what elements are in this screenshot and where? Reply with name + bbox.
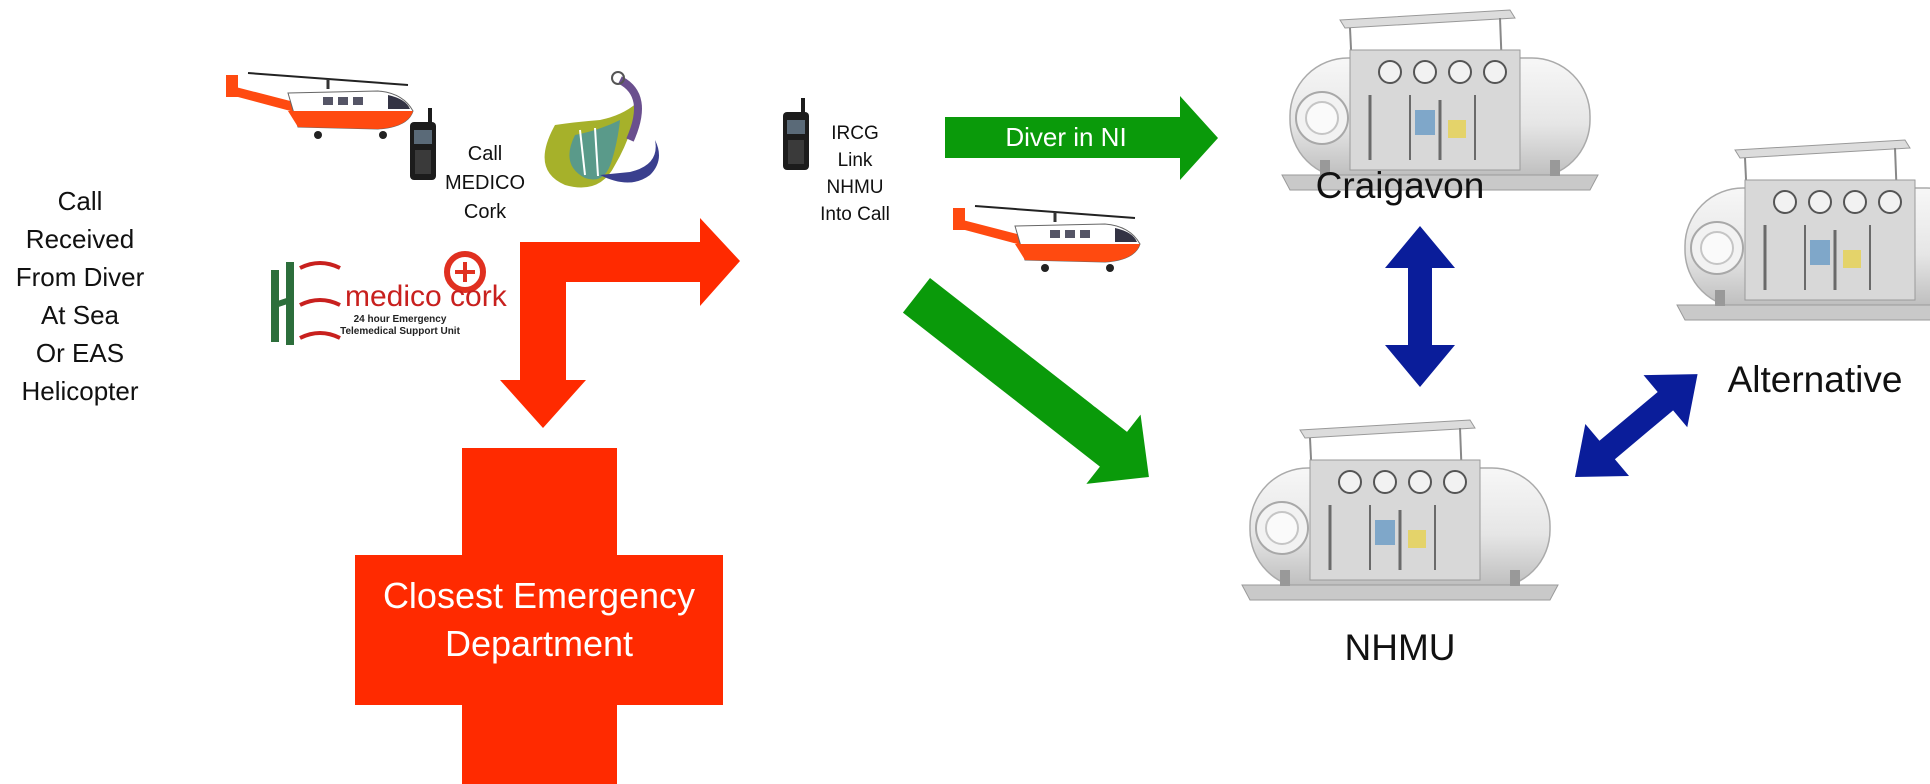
medico-cork-logo	[271, 251, 486, 345]
node-call-received: Call Received From Diver At Sea Or EAS H…	[0, 182, 160, 410]
helicopter-icon-middle	[951, 204, 1142, 274]
ircg-link-line: Into Call	[820, 204, 890, 225]
helicopter-icon-left	[224, 71, 415, 141]
call-received-line: At Sea	[40, 300, 120, 330]
node-ircg-link: IRCG Link NHMU Into Call	[800, 120, 910, 228]
ircg-link-line: NHMU	[826, 177, 884, 198]
ircg-link-line: IRCG	[831, 123, 879, 144]
green-arrow-roi	[902, 278, 1149, 484]
ircg-link-line: Link	[837, 150, 873, 171]
medico-logo-name: medico cork	[345, 280, 508, 313]
edge-label-diver-ni: Diver in NI	[1005, 122, 1126, 152]
red-arrow-horizontal	[520, 218, 740, 380]
node-alternative: Alternative	[1727, 359, 1903, 400]
call-received-line: From Diver	[15, 262, 145, 292]
call-received-line: Or EAS	[35, 338, 125, 368]
blue-arrow-vertical	[1385, 226, 1455, 387]
call-medico-line: Call	[467, 143, 503, 165]
emergency-cross	[355, 448, 723, 784]
chamber-image-nhmu	[1240, 418, 1560, 602]
emergency-line-1: Closest Emergency	[383, 575, 695, 616]
red-arrow-down	[500, 380, 586, 428]
node-call-medico: Call MEDICO Cork	[440, 140, 530, 227]
medico-logo-tagline-1: 24 hour Emergency	[354, 314, 447, 325]
green-arrow-ni	[945, 96, 1218, 180]
medico-logo-tagline-2: Telemedical Support Unit	[340, 326, 460, 337]
node-craigavon: Craigavon	[1315, 165, 1485, 206]
ircg-harp-logo	[544, 71, 659, 188]
call-received-line: Call Received	[25, 186, 135, 254]
radio-icon-left	[410, 108, 436, 180]
chamber-image-alternative	[1675, 138, 1930, 322]
node-nhmu: NHMU	[1344, 627, 1456, 668]
blue-arrow-diagonal	[1575, 374, 1698, 477]
call-medico-line: Cork	[463, 201, 507, 223]
call-received-line: Helicopter	[21, 376, 139, 406]
call-medico-line: MEDICO	[445, 172, 525, 194]
emergency-line-2: Department	[445, 623, 633, 664]
